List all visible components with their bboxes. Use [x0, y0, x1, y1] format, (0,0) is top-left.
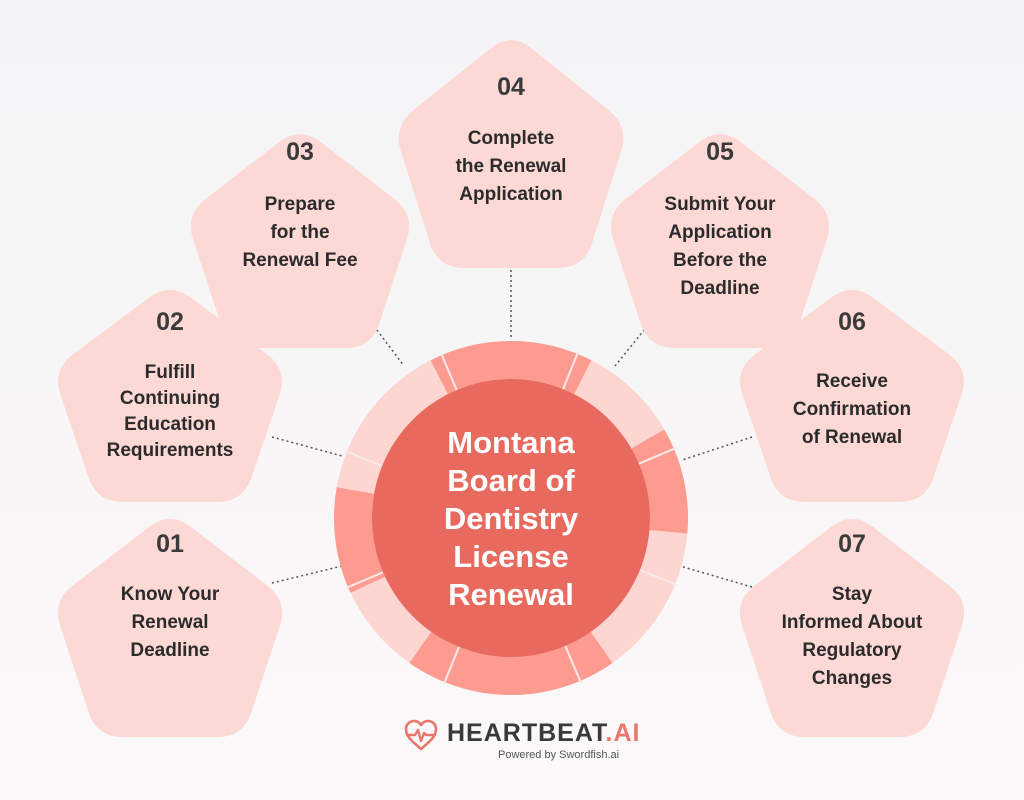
step-label-line: Requirements [107, 440, 234, 461]
step-label-line: Changes [812, 668, 892, 689]
step-label-line: the Renewal [456, 156, 567, 177]
step-pentagon [739, 518, 965, 737]
connector-line [271, 436, 343, 457]
step-label-line: Deadline [680, 278, 759, 299]
ring-segment [631, 429, 689, 534]
step-pentagon [739, 289, 965, 502]
center-title-line: Board of [447, 463, 575, 498]
step-label-line: Submit Your [664, 194, 776, 215]
ring-segment [334, 487, 386, 593]
step-label-line: Informed About [782, 612, 923, 633]
step-number: 03 [286, 138, 314, 166]
ring-segment [409, 631, 613, 696]
step-label-line: Prepare [265, 194, 336, 215]
step-label-line: Deadline [130, 640, 209, 661]
heartbeat-logo-icon [404, 719, 438, 751]
brand-name-main: HEARTBEAT [447, 719, 606, 747]
center-ring [334, 340, 689, 696]
ring-separator [562, 351, 579, 390]
step-label-line: Application [459, 184, 562, 205]
ring-separator [639, 569, 678, 586]
center-title-line: Renewal [448, 577, 574, 612]
step-number: 05 [706, 138, 734, 166]
step-label-line: Education [124, 414, 216, 435]
step-label-line: Know Your [121, 584, 220, 605]
step-pentagon [610, 133, 830, 348]
step-number: 04 [497, 73, 525, 101]
step-label-line: for the [270, 222, 329, 243]
ring-separator [443, 646, 460, 685]
step-label-line: of Renewal [802, 427, 902, 448]
step-label-line: Stay [832, 584, 873, 605]
connector-line [271, 565, 343, 584]
ring-separator [344, 450, 383, 467]
step-label-line: Application [668, 222, 771, 243]
brand-name: HEARTBEAT.AI [447, 719, 641, 748]
step-label-line: Receive [816, 371, 888, 392]
step-label-line: Regulatory [802, 640, 902, 661]
ring-segment [430, 340, 592, 395]
brand-footer: HEARTBEAT.AI Powered by Swordfish.ai [403, 716, 640, 766]
step-number: 07 [838, 530, 866, 558]
step-label-line: Complete [468, 128, 555, 149]
ring-separator [345, 571, 384, 589]
step-label-line: Continuing [120, 388, 220, 409]
step-number: 01 [156, 530, 184, 558]
ring-separator [564, 645, 582, 684]
connector-line [679, 565, 753, 588]
ring-separator [440, 352, 458, 391]
center-title-line: Montana [447, 425, 575, 460]
ring-separator [638, 447, 677, 465]
step-pentagon [57, 289, 283, 502]
step-pentagon [190, 133, 410, 348]
step-label-line: Confirmation [793, 399, 911, 420]
step-label-line: Renewal [131, 612, 208, 633]
step-number: 06 [838, 308, 866, 336]
step-number: 02 [156, 308, 184, 336]
step-label-line: Renewal Fee [242, 250, 357, 271]
powered-by-text: Powered by Swordfish.ai [498, 749, 620, 761]
center-title-line: License [453, 539, 568, 574]
brand-name-suffix: .AI [605, 719, 641, 747]
connector-line [681, 436, 753, 461]
step-label-line: Fulfill [145, 362, 196, 383]
step-label-line: Before the [673, 250, 767, 271]
center-title-line: Dentistry [444, 501, 579, 536]
step-pentagon [57, 518, 283, 737]
center-disc [372, 379, 650, 657]
step-pentagon [398, 40, 624, 269]
